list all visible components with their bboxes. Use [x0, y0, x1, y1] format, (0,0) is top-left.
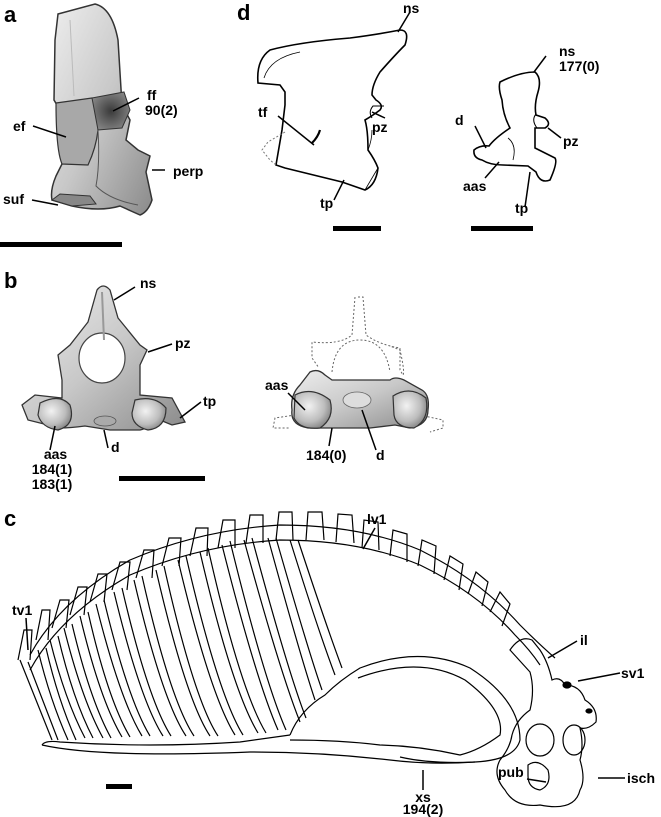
label-ns-b: ns	[140, 275, 157, 291]
panel-d-left-leader-lines	[277, 11, 411, 201]
label-ff-code: 90(2)	[145, 102, 178, 118]
label-d-b-left: d	[111, 439, 120, 455]
label-suf: suf	[3, 191, 24, 207]
scale-bar-b	[119, 476, 205, 481]
label-il: il	[580, 632, 588, 648]
panel-letter-a: a	[4, 2, 17, 27]
label-pz-d-left: pz	[372, 119, 388, 135]
label-pub: pub	[498, 764, 524, 780]
label-tv1: tv1	[12, 602, 33, 618]
label-tp-d-right: tp	[515, 200, 529, 216]
scale-bar-c	[106, 784, 132, 789]
label-xs: xs	[415, 789, 431, 805]
label-ns-d-right-code: 177(0)	[559, 58, 600, 74]
panel-a-leader-lines	[31, 97, 165, 206]
panel-d-left-vertebra-outline	[256, 29, 408, 191]
label-isch: isch	[627, 770, 656, 786]
label-aas-b-left-codes: 184(1) 183(1)	[31, 461, 73, 492]
panel-d-right-leader-lines	[474, 55, 562, 208]
panel-c-leader-lines	[25, 527, 625, 790]
label-code-b-right: 184(0)	[306, 447, 347, 463]
label-tp-b: tp	[203, 393, 217, 409]
label-xs-code: 194(2)	[402, 801, 444, 817]
panel-c-skeleton-drawing	[17, 511, 597, 808]
label-aas-b-right: aas	[265, 377, 289, 393]
panel-b-right-leader-lines	[287, 392, 377, 451]
label-ef: ef	[13, 118, 26, 134]
scale-bar-d-left	[333, 226, 381, 231]
label-d-d-right: d	[455, 112, 464, 128]
panel-d-right-vertebra-outline	[473, 71, 557, 182]
label-tf: tf	[258, 104, 268, 120]
panel-letter-b: b	[4, 268, 18, 293]
label-aas-b-left: aas	[43, 446, 68, 462]
label-lv1: lv1	[367, 511, 387, 527]
panel-b-right-vertebra-illustration	[291, 369, 430, 429]
label-aas-d-right: aas	[463, 178, 487, 194]
panel-b-right-dashed-reconstruction	[272, 296, 444, 433]
label-perp: perp	[173, 163, 204, 179]
label-ns-d-left: ns	[403, 0, 420, 16]
panel-letter-c: c	[4, 506, 17, 531]
panel-letter-d: d	[237, 0, 251, 25]
label-pz-b: pz	[175, 335, 191, 351]
panel-b-left-leader-lines	[49, 286, 202, 451]
label-ns-d-right: ns	[559, 43, 576, 59]
label-ff: ff	[147, 87, 157, 103]
scale-bar-a	[0, 242, 122, 247]
label-d-b-right: d	[376, 447, 385, 463]
panel-d-left-missing-part-outline	[261, 131, 286, 166]
panel-b-left-vertebra-illustration	[21, 285, 186, 431]
panel-a-bone-illustration	[50, 3, 153, 216]
label-sv1: sv1	[621, 665, 645, 681]
label-pz-d-right: pz	[563, 133, 579, 149]
label-tp-d-left: tp	[320, 195, 334, 211]
scale-bar-d-right	[471, 226, 533, 231]
